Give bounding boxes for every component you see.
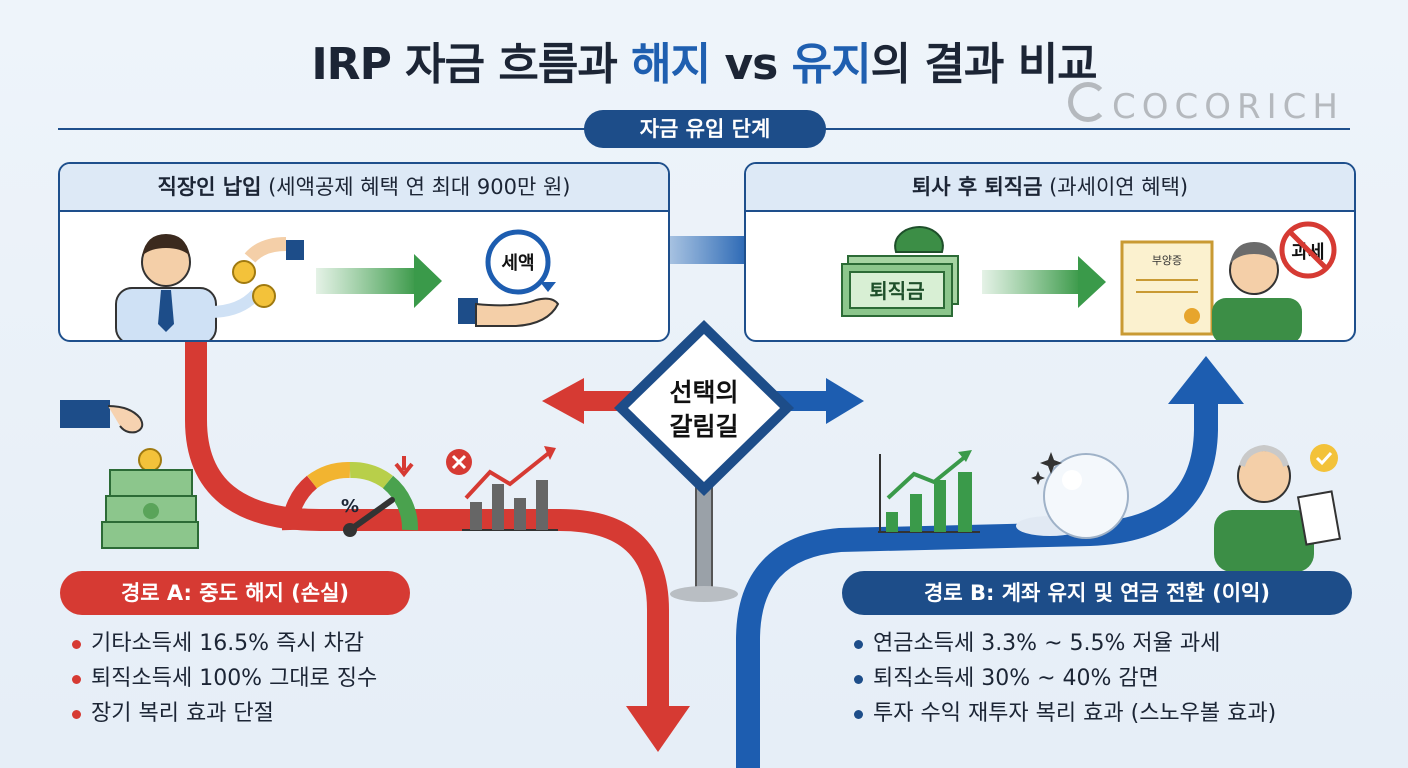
path-b-label: 경로 B: 계좌 유지 및 연금 전환 (이익)	[842, 571, 1352, 615]
bullet-dot	[854, 709, 863, 719]
bullet-dot	[72, 639, 81, 649]
bullet-dot	[854, 639, 863, 649]
card-header: 퇴사 후 퇴직금 (과세이연 혜택)	[746, 164, 1354, 212]
coins-hand-icon	[232, 237, 304, 308]
tax-icon-label: 세액	[501, 253, 534, 274]
bill-label: 퇴직금	[869, 279, 924, 303]
card-title: 직장인 납입	[157, 175, 262, 199]
list-item: 기타소득세 16.5% 즉시 차감	[72, 626, 377, 661]
certificate-icon: 부양증	[1120, 240, 1214, 336]
bullet-text: 기타소득세 16.5% 즉시 차감	[91, 631, 365, 656]
title-highlight-keep: 유지	[791, 39, 872, 90]
path-a-label: 경로 A: 중도 해지 (손실)	[60, 571, 410, 615]
stage-label: 자금 유입 단계	[584, 110, 826, 148]
brand-logo: COCORICH	[1068, 82, 1344, 127]
list-item: 연금소득세 3.3% ~ 5.5% 저율 과세	[854, 626, 1276, 661]
snowball-icon	[1016, 452, 1129, 539]
cash-deposit-icon	[60, 400, 199, 549]
no-tax-icon: 과세	[1279, 221, 1337, 279]
office-worker-icon	[115, 234, 261, 340]
title-part: vs	[710, 39, 792, 90]
list-item: 퇴직소득세 100% 그대로 징수	[72, 661, 377, 696]
logo-text: COCORICH	[1112, 87, 1344, 127]
list-item: 투자 수익 재투자 복리 효과 (스노우볼 효과)	[854, 696, 1276, 731]
logo-mark-icon	[1068, 82, 1109, 122]
bullet-dot	[72, 709, 81, 719]
card-subtitle: (세액공제 혜택 연 최대 900만 원)	[261, 175, 571, 199]
gauge-label: %	[340, 496, 360, 517]
path-b-list: 연금소득세 3.3% ~ 5.5% 저율 과세 퇴직소득세 30% ~ 40% …	[854, 626, 1276, 731]
card-illustration: 세액	[115, 229, 560, 340]
page-title: IRP 자금 흐름과 해지 vs 유지의 결과 비교	[0, 28, 1408, 92]
card-header: 직장인 납입 (세액공제 혜택 연 최대 900만 원)	[60, 164, 668, 212]
signpost-line: 갈림길	[669, 412, 739, 441]
signpost	[614, 320, 794, 602]
bullet-text: 장기 복리 효과 단절	[91, 701, 274, 726]
tax-refund-hand-icon: 세액	[458, 229, 560, 327]
certificate-label: 부양증	[1152, 254, 1182, 267]
title-highlight-cancel: 해지	[631, 39, 711, 90]
bullet-text: 투자 수익 재투자 복리 효과 (스노우볼 효과)	[873, 701, 1277, 726]
list-item: 퇴직소득세 30% ~ 40% 감면	[854, 661, 1276, 696]
card-employee-contribution: 직장인 납입 (세액공제 혜택 연 최대 900만 원) 세액	[58, 162, 670, 342]
green-arrow-icon	[982, 256, 1106, 308]
severance-money-icon: 퇴직금	[841, 226, 959, 317]
card-severance-pay: 퇴사 후 퇴직금 (과세이연 혜택) 퇴직금 부양증	[744, 162, 1356, 342]
right-bar-chart-icon	[878, 450, 980, 533]
title-part: 의 결과 비교	[870, 39, 1098, 90]
card-title: 퇴사 후 퇴직금	[911, 175, 1043, 199]
signpost-label: 선택의 갈림길	[634, 376, 774, 444]
path-a-list: 기타소득세 16.5% 즉시 차감 퇴직소득세 100% 그대로 징수 장기 복…	[72, 626, 377, 731]
list-item: 장기 복리 효과 단절	[72, 696, 377, 731]
bullet-text: 퇴직소득세 100% 그대로 징수	[91, 666, 378, 691]
path-a-arrow	[185, 338, 690, 752]
left-bar-chart-icon	[446, 446, 558, 531]
bullet-text: 퇴직소득세 30% ~ 40% 감면	[873, 666, 1159, 691]
retiree-icon	[1214, 444, 1342, 572]
gauge-icon	[282, 456, 418, 537]
card-subtitle: (과세이연 혜택)	[1042, 175, 1189, 199]
green-arrow-icon	[316, 254, 442, 308]
bullet-text: 연금소득세 3.3% ~ 5.5% 저율 과세	[873, 631, 1221, 656]
card-illustration: 퇴직금 부양증 과세	[841, 221, 1337, 340]
title-part: IRP 자금 흐름과	[311, 39, 632, 90]
bullet-dot	[72, 674, 81, 684]
retired-man-icon	[1212, 242, 1302, 340]
bullet-dot	[854, 674, 863, 684]
signpost-line: 선택의	[669, 378, 739, 407]
